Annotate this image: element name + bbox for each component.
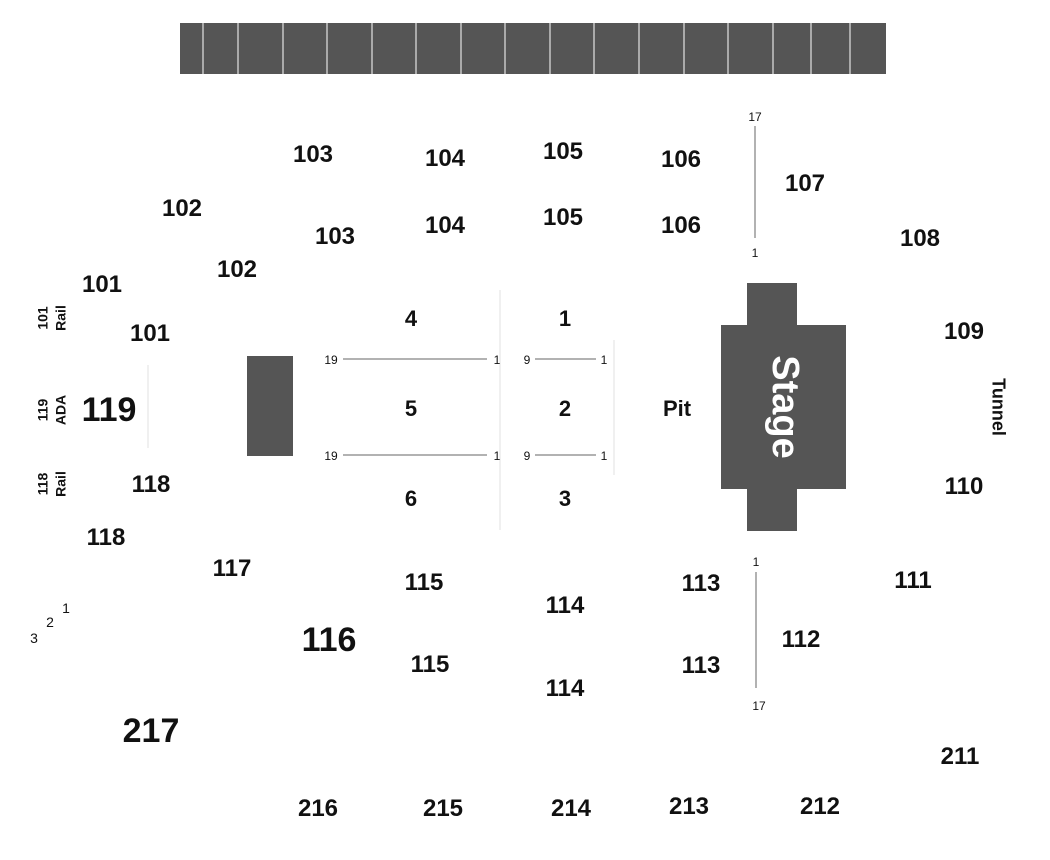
section-105[interactable]: 105: [543, 204, 583, 231]
section-108[interactable]: 108: [900, 225, 940, 252]
section-107[interactable]: 107: [785, 170, 825, 197]
row-marker: 2: [46, 614, 54, 630]
sections-100: 101 101 102 102 103 103 104 104 105 105 …: [82, 138, 984, 702]
section-104[interactable]: 104: [425, 145, 466, 172]
section-213[interactable]: 213: [669, 793, 709, 820]
row-marker: 1: [752, 246, 759, 260]
rail-118-number: 118: [35, 472, 51, 495]
section-118[interactable]: 118: [87, 524, 126, 551]
row-marker: 19: [324, 449, 338, 463]
section-105[interactable]: 105: [543, 138, 583, 165]
section-116[interactable]: 116: [302, 621, 357, 659]
floor-section-4[interactable]: 4: [405, 306, 418, 331]
section-111[interactable]: 111: [894, 567, 931, 594]
row-marker: 1: [62, 600, 70, 616]
floor-section-1[interactable]: 1: [559, 306, 571, 331]
row-marker: 1: [494, 449, 501, 463]
section-114[interactable]: 114: [546, 592, 585, 619]
section-103[interactable]: 103: [293, 141, 333, 168]
section-112[interactable]: 112: [782, 626, 821, 653]
section-216[interactable]: 216: [298, 795, 338, 822]
section-106[interactable]: 106: [661, 212, 701, 239]
section-104[interactable]: 104: [425, 212, 466, 239]
row-marker: 1: [601, 353, 608, 367]
rail-101-word: Rail: [53, 305, 69, 331]
floor-section-6[interactable]: 6: [405, 486, 417, 511]
section-217[interactable]: 217: [123, 712, 180, 750]
section-109[interactable]: 109: [944, 318, 984, 345]
row-marker: 3: [30, 630, 38, 646]
ada-119-number: 119: [35, 398, 51, 421]
section-118[interactable]: 118: [132, 471, 171, 498]
row-marker: 9: [524, 353, 531, 367]
section-102[interactable]: 102: [217, 256, 257, 283]
section-215[interactable]: 215: [423, 795, 463, 822]
floor-section-2[interactable]: 2: [559, 396, 571, 421]
section-114[interactable]: 114: [546, 675, 585, 702]
section-101[interactable]: 101: [82, 271, 122, 298]
stage-shape: Stage: [721, 283, 846, 531]
mix-position: [247, 356, 293, 456]
rail-118-word: Rail: [53, 471, 69, 497]
section-115[interactable]: 115: [405, 569, 444, 596]
row-marker: 19: [324, 353, 338, 367]
floor-section-5[interactable]: 5: [405, 396, 417, 421]
side-labels: 101 Rail 119 ADA 118 Rail: [35, 305, 69, 497]
section-214[interactable]: 214: [551, 795, 592, 822]
top-structure: [180, 23, 886, 74]
section-115[interactable]: 115: [411, 651, 450, 678]
section-101[interactable]: 101: [130, 320, 170, 347]
floor-sections: 1 2 3 4 5 6 Pit: [405, 306, 692, 511]
row-marker: 17: [752, 699, 766, 713]
tunnel-label: Tunnel: [988, 378, 1008, 436]
stage-label: Stage: [764, 355, 806, 458]
floor-section-3[interactable]: 3: [559, 486, 571, 511]
rail-101-number: 101: [35, 306, 51, 330]
sections-200: 211 212 213 214 215 216 217: [123, 712, 980, 822]
section-110[interactable]: 110: [945, 473, 984, 500]
row-marker: 9: [524, 449, 531, 463]
section-211[interactable]: 211: [941, 743, 980, 770]
row-marker: 1: [494, 353, 501, 367]
row-marker: 1: [753, 555, 760, 569]
section-117[interactable]: 117: [213, 555, 252, 582]
section-212[interactable]: 212: [800, 793, 840, 820]
section-119[interactable]: 119: [82, 391, 137, 429]
section-113[interactable]: 113: [682, 570, 721, 597]
ada-119-word: ADA: [53, 395, 69, 425]
section-113[interactable]: 113: [682, 652, 721, 679]
row-marker: 17: [748, 110, 762, 124]
section-103[interactable]: 103: [315, 223, 355, 250]
section-106[interactable]: 106: [661, 146, 701, 173]
section-102[interactable]: 102: [162, 195, 202, 222]
row-marker: 1: [601, 449, 608, 463]
pit-section[interactable]: Pit: [663, 396, 692, 421]
